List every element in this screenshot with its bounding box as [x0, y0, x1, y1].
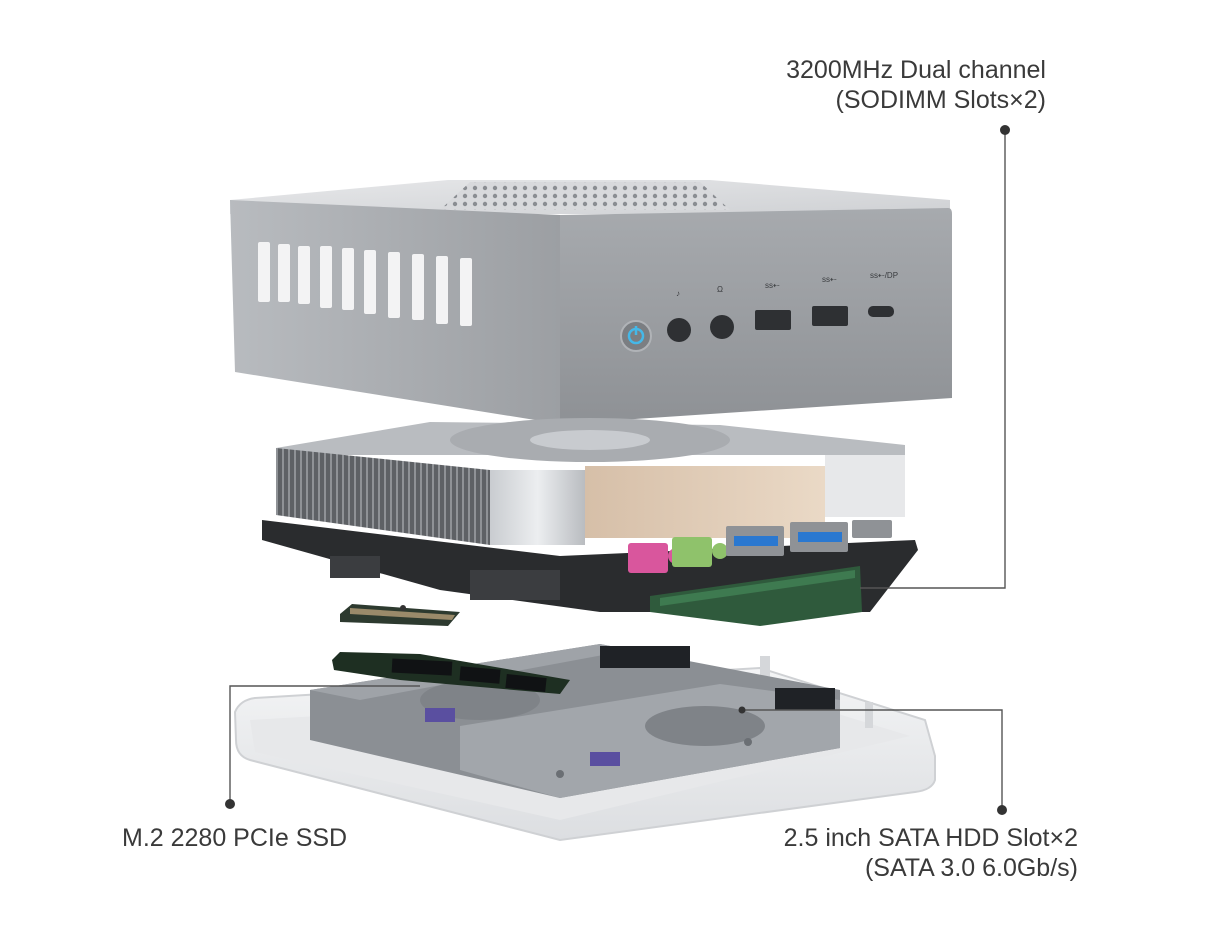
- cooling-assembly: [276, 418, 905, 545]
- usb-ss-icon: ss⇠: [822, 275, 837, 284]
- usb-c-port: [868, 306, 894, 317]
- top-vent-grille: [440, 182, 730, 210]
- wifi-anchor-dot: [400, 605, 406, 611]
- front-io-ports: ♪ Ω ss⇠ ss⇠ ss⇠/DP: [620, 271, 898, 352]
- ssd-callout-dot: [225, 799, 235, 809]
- wifi-card: [340, 604, 460, 626]
- hdd-callout: 2.5 inch SATA HDD Slot×2 (SATA 3.0 6.0Gb…: [784, 823, 1078, 883]
- ram-callout: 3200MHz Dual channel (SODIMM Slots×2): [786, 55, 1046, 115]
- hdd-callout-line2: (SATA 3.0 6.0Gb/s): [864, 854, 1078, 882]
- headphone-icon: Ω: [717, 285, 723, 294]
- leader-lines: [229, 130, 1006, 810]
- mic-icon: ♪: [676, 289, 680, 298]
- hdd-leader-line: [742, 709, 1003, 810]
- ssd-leader-line: [229, 685, 420, 804]
- usb-a-port-2: [812, 306, 848, 326]
- ram-callout-line2: (SODIMM Slots×2): [835, 86, 1046, 114]
- heatpipe-cover: [585, 466, 825, 538]
- hdd-callout-dot: [997, 805, 1007, 815]
- usb-ss-icon: ss⇠: [765, 281, 780, 290]
- mic-jack: [667, 318, 691, 342]
- chassis: ♪ Ω ss⇠ ss⇠ ss⇠/DP: [230, 180, 952, 424]
- usb-a-port-1: [755, 310, 791, 330]
- audio-jack-green: [672, 537, 712, 567]
- ssd-callout-line1: M.2 2280 PCIe SSD: [122, 824, 348, 852]
- audio-jack-pink: [628, 543, 668, 573]
- hdd-anchor-dot: [738, 706, 746, 714]
- m2-ssd: [332, 652, 570, 694]
- power-button: [620, 320, 652, 352]
- ssd-callout: M.2 2280 PCIe SSD: [122, 823, 347, 853]
- ram-callout-dot: [1000, 125, 1010, 135]
- heatsink-fins: [276, 448, 490, 545]
- hdd-platter-label: [645, 706, 765, 746]
- ram-callout-line1: 3200MHz Dual channel: [786, 56, 1046, 84]
- headphone-jack: [710, 315, 734, 339]
- mainboard: [262, 520, 918, 626]
- usb-c-dp-icon: ss⇠/DP: [870, 271, 898, 280]
- hdd-callout-line1: 2.5 inch SATA HDD Slot×2: [783, 824, 1078, 852]
- ram-leader-line: [860, 130, 1006, 589]
